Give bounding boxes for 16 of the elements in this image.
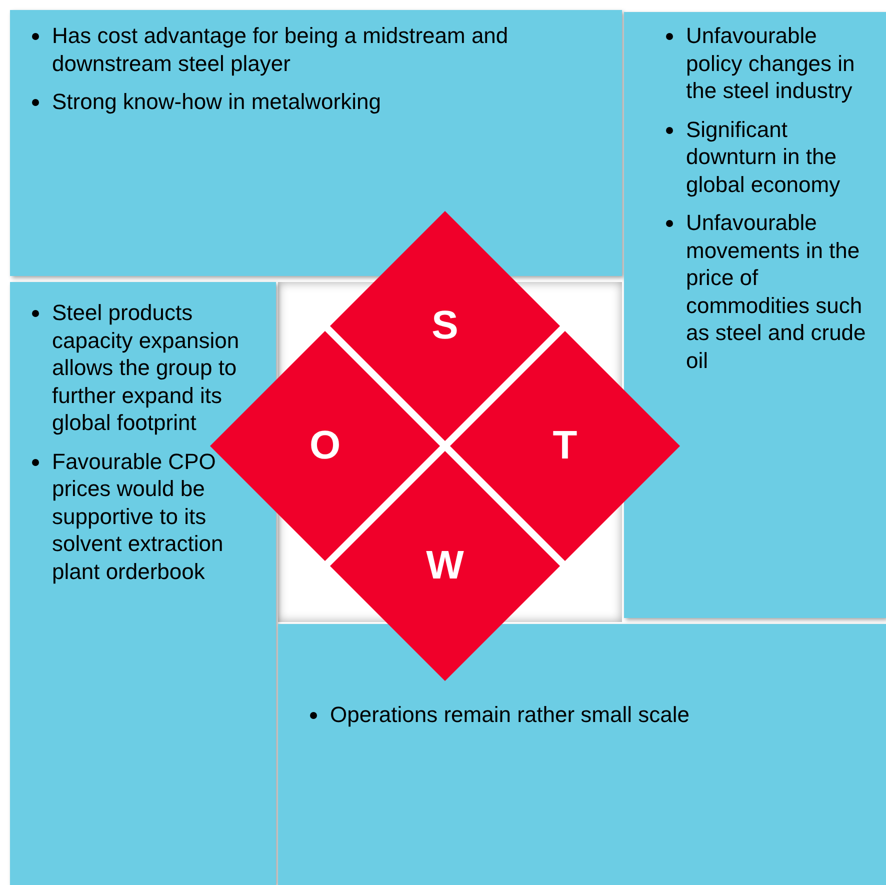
bullet-item: Strong know-how in metalworking (52, 88, 614, 116)
text-panel (624, 12, 886, 618)
bullet-item: Favourable CPO prices would be supportive to its solvent extraction plant orderbook (52, 448, 268, 585)
text-panel (10, 10, 622, 276)
swot-letter: S (430, 304, 460, 348)
text-panel (10, 282, 276, 885)
bullet-item: Unfavourable policy changes in the steel industry (686, 22, 878, 104)
swot-letter: W (425, 544, 465, 588)
bullet-item: Steel products capacity expansion allows the group to further expand its global footprint (52, 299, 268, 436)
bullet-item: Operations remain rather small scale (330, 701, 878, 728)
text-panel (278, 624, 886, 885)
bullet-item: Significant downturn in the global economy (686, 116, 878, 198)
bullet-item: Has cost advantage for being a midstream and downstream steel player (52, 22, 614, 77)
bullet-item: Unfavourable movements in the price of commodities such as steel and crude oil (686, 209, 878, 374)
swot-letter: O (308, 424, 342, 468)
swot-letter: T (552, 424, 578, 468)
